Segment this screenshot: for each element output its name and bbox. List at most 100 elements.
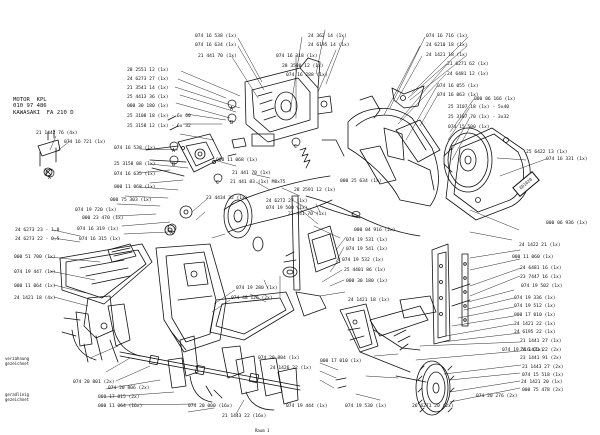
hood-right [210, 292, 326, 340]
part-callout: 23 4434 32 (1x) [206, 196, 248, 201]
hood-left [60, 244, 152, 304]
part-callout: 000 23 470 (1x) [82, 216, 124, 221]
handle-frame [370, 244, 470, 350]
part-callout: 074 19 444 (1x) [286, 404, 328, 409]
tines-right [168, 336, 298, 410]
engine-model-label: MOTOR KPL 010 97 486 KAWASAKI FA 210 D [13, 97, 74, 116]
part-callout: 24 6273 22 - 0,5 [15, 237, 60, 242]
flange-plate [146, 134, 222, 176]
part-callout: 24 1422 21 (1x) [519, 243, 561, 248]
part-callout: 000 11 068 (1x) [216, 158, 258, 163]
part-callout: 23 7447 16 (1x) [520, 275, 562, 280]
part-callout: 074 16 716 (1x) [426, 34, 468, 39]
part-callout: 24 1421 18 (1x) [348, 298, 390, 303]
part-callout: 24 6195 14 (1x) [308, 43, 350, 48]
part-callout: 074 16 319 (1x) [77, 227, 119, 232]
part-callout: 074 20 276 (2x) [476, 394, 518, 399]
belt-cover [348, 108, 440, 206]
part-callout: 21 441 70 (1x) [198, 54, 237, 59]
footnote: verzahnung gezeichnet [5, 356, 30, 366]
part-callout: 000 25 634 (1x) [340, 179, 382, 184]
part-callout: 26 6271 20 (2x) [412, 404, 454, 409]
part-callout: 074 19 502 (1x) [521, 284, 563, 289]
leader-lines [49, 30, 546, 414]
tine-shaft [120, 352, 300, 390]
part-callout: 28 3580 12 (1x) [282, 64, 324, 69]
part-callout: 000 11 064 (1x) [14, 284, 56, 289]
footnote: geradlinig gezeichnet [5, 392, 30, 402]
part-callout: 21 1443 22 (16x) [222, 414, 267, 419]
part-callout: 074 20 804 (1x) [258, 356, 300, 361]
part-callout: 23 1441 91 (2x) [520, 356, 562, 361]
engine-block [245, 58, 332, 146]
drive-pulley [165, 176, 332, 251]
marker-a-label: A [230, 106, 233, 112]
part-callout: 074 16 055 (1x) [437, 84, 479, 89]
part-callout: 24 6195 22 (1x) [514, 330, 556, 335]
throttle-lever [360, 86, 424, 118]
part-callout: 24 6273 23 - 1,0 [15, 228, 60, 233]
footer-note: Raum 1 [255, 428, 270, 433]
part-callout: 24 1421 22 (2x) [520, 348, 562, 353]
part-callout: 000 11 068 (1x) [114, 185, 156, 190]
part-callout: 074 16 634 (1x) [195, 43, 237, 48]
part-callout: 000 51 700 (1x) [14, 255, 56, 260]
transport-wheel [396, 361, 454, 415]
large-pulley [444, 128, 492, 192]
part-callout: 25 4413 36 (1x) [127, 95, 169, 100]
part-callout: 074 16 318 (1x) [276, 54, 318, 59]
part-callout: 074 20 801 (2x) [73, 380, 115, 385]
part-callout: 074 16 538 (1x) [114, 146, 156, 151]
part-callout: 28 2551 12 (1x) [127, 68, 169, 73]
part-callout: 000 17 010 (1x) [514, 313, 556, 318]
part-callout: 24 1426 22 (1x) [270, 366, 312, 371]
part-callout: 074 16 721 (1x) [64, 140, 106, 145]
part-callout: 000 17 010 (1x) [320, 359, 362, 364]
marker-a-label: A [172, 148, 175, 154]
gear-housing [156, 244, 226, 352]
part-callout: 24 1421 20 (1x) [521, 380, 563, 385]
part-callout: 074 19 500 (1x) [266, 206, 308, 211]
part-callout: 074 15 500 (1x) [448, 125, 490, 130]
part-callout: 24 362 14 (1x) [308, 34, 347, 39]
part-callout: 000 11 064 (16x) [98, 404, 143, 409]
marker-b-label: B [230, 120, 233, 126]
part-callout: 21 441 83 (1x) M8x75 [230, 180, 286, 185]
part-callout: 25 4401 86 (1x) [344, 268, 386, 273]
part-callout: 000 30 180 (1x) [127, 104, 169, 109]
part-callout: 000 75 478 (2x) [522, 388, 564, 393]
part-callout: 074 16 063 (1x) [437, 93, 479, 98]
bracket-left [38, 130, 60, 176]
part-callout: 24 1421 18 (4x) [14, 296, 56, 301]
part-callout: 074 19 516 (1x) [502, 348, 544, 353]
misc-bolts [168, 116, 410, 388]
center-mast [283, 196, 340, 290]
part-callout: 074 20 806 (2x) [108, 386, 150, 391]
part-callout: 25 3107 18 (1x) - 5x40 [448, 105, 509, 110]
marker-x-label: X [170, 230, 173, 236]
part-callout: 24 1421 18 (1x) [426, 53, 468, 58]
part-callout: 074 19 541 (1x) [346, 247, 388, 252]
part-callout: 000 06 166 (1x) [474, 97, 516, 102]
part-callout: 21 1442 76 (4x) [36, 131, 78, 136]
part-callout: 21 3541 14 (1x) [127, 86, 169, 91]
part-callout: 21 441 70 (1x) [232, 171, 271, 176]
part-callout: 000 11 060 (1x) [512, 255, 554, 260]
part-callout: 21 6271 62 (1x) [447, 62, 489, 67]
marker-x-label: X [48, 175, 51, 181]
marker-c-label: C [216, 180, 219, 186]
part-callout: 000 75 303 (1x) [110, 198, 152, 203]
part-callout: 000 06 936 (1x) [546, 221, 588, 226]
part-callout: 074 19 336 (1x) [514, 296, 556, 301]
part-callout: 21 1443 27 (2x) [522, 365, 564, 370]
part-callout: 25 3107 70 (1x) - 3x32 [448, 115, 509, 120]
part-callout: 24 6481 16 (1x) [520, 266, 562, 271]
part-callout: 24 6481 12 (1x) [447, 72, 489, 77]
part-callout: 074 16 315 (1x) [79, 237, 121, 242]
part-callout: 074 19 531 (1x) [346, 238, 388, 243]
part-callout: 074 19 530 (1x) [345, 404, 387, 409]
marker-c-label: C [294, 144, 297, 150]
part-callout: 074 19 280 (1x) [236, 286, 278, 291]
